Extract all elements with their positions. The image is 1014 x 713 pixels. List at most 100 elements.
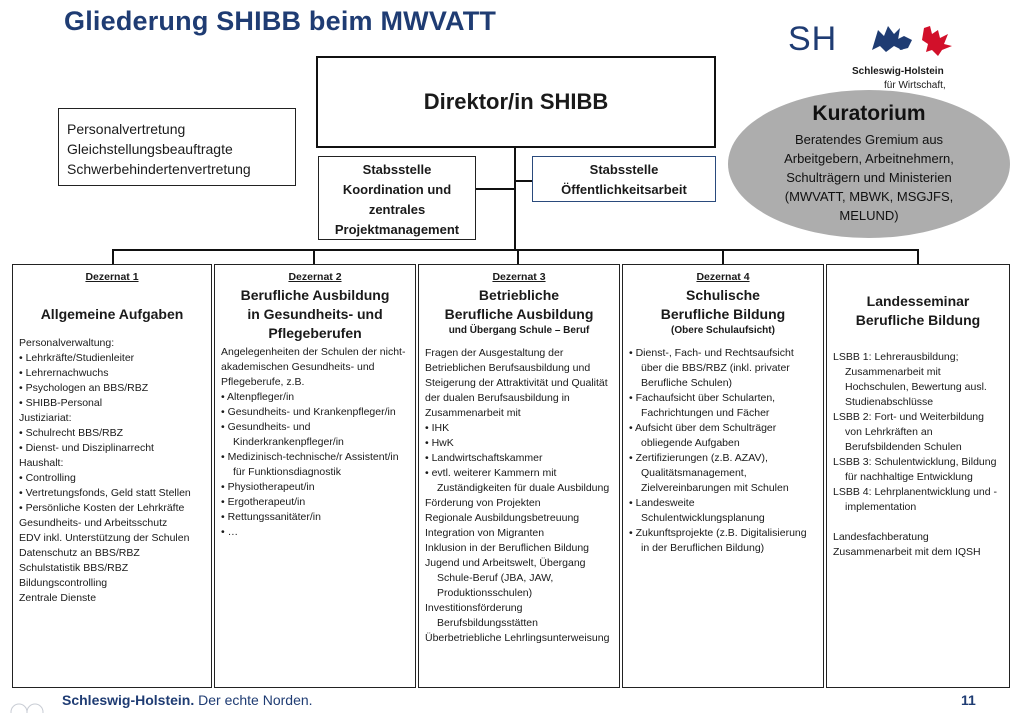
list-item: • Psychologen an BBS/RBZ [19,382,149,394]
dezernat-heading-line: Landesseminar [866,293,970,309]
dezernat-heading-line [19,286,205,305]
dezernat-heading-line: Berufliche Bildung [855,312,981,328]
list-item: Zentrale Dienste [19,592,97,604]
list-item: • Zukunftsprojekte (z.B. Digitalisierung… [629,527,807,554]
list-item: • SHIBB-Personal [19,397,103,409]
dezernat-task-list: Personalverwaltung: • Lehrkräfte/Studien… [19,336,205,606]
list-item: Angelegenheiten der Schulen der nicht-ak… [221,346,406,388]
list-item: Überbetriebliche Lehrlingsunterweisung [425,632,610,644]
list-item: LSBB 2: Fort- und Weiterbildung von Lehr… [833,411,984,453]
list-item: Jugend und Arbeitswelt, Übergang Schule-… [425,557,586,599]
list-item [833,515,1003,530]
decorative-rings-icon [10,703,44,713]
list-item: • evtl. weiterer Kammern mit Zuständigke… [425,467,610,494]
connector-director-vertical [514,148,516,250]
list-item: • … [221,526,239,538]
connector-dezernat2 [313,249,315,264]
dezernat-1-box: Dezernat 1 Allgemeine Aufgaben Personalv… [12,264,212,688]
coat-of-arms-icon [872,26,952,56]
dezernat-task-list: • Dienst-, Fach- und Rechtsaufsicht über… [629,346,817,556]
dezernat-number: Dezernat 4 [696,271,750,283]
director-box: Direktor/in SHIBB [316,56,716,148]
connector-dezernat1 [112,249,114,264]
list-item: • Landesweite Schulentwicklungsplanung [629,497,765,524]
dezernat-2-box: Dezernat 2 Berufliche Ausbildung in Gesu… [214,264,416,688]
list-item: • Altenpfleger/in [221,391,295,403]
connector-landesseminar [917,249,919,264]
kuratorium-description: Beratendes Gremium aus Arbeitgebern, Arb… [728,130,1010,225]
connector-dezernat4 [722,249,724,264]
list-item: • Fachaufsicht über Schularten, Fachrich… [629,392,776,419]
list-item: Fragen der Ausgestaltung der Betrieblich… [425,347,608,419]
list-item: • IHK [425,422,450,434]
dezernat-subheading: (Obere Schulaufsicht) [671,325,775,336]
dezernat-heading: Berufliche Ausbildung in Gesundheits- un… [221,286,409,343]
slide-title: Gliederung SHIBB beim MWVATT [64,6,497,36]
stabsstelle-projektmanagement-box: Stabsstelle Koordination und zentrales P… [318,156,476,240]
list-item: • HwK [425,437,454,449]
dezernat-number: Dezernat 1 [85,271,139,283]
dezernat-heading-line: Berufliche Ausbildung [444,306,594,322]
dezernat-heading-line: Allgemeine Aufgaben [40,306,184,322]
logo-letters: SH [788,20,838,58]
list-item: LSBB 4: Lehrplanentwicklung und -impleme… [833,486,998,513]
list-item: LSBB 1: Lehrerausbildung; Zusammenarbeit… [833,351,987,408]
list-item: • Schulrecht BBS/RBZ [19,427,124,439]
list-item: Landesfachberatung [833,531,929,543]
kuratorium-line: Beratendes Gremium aus [794,132,944,147]
list-item: • Dienst- und Disziplinarrecht [19,442,154,454]
stabsstelle1-line: zentrales [368,202,426,217]
list-item: • Gesundheits- und Krankenpfleger/in [221,406,396,418]
list-item: Haushalt: [19,457,64,469]
list-item: • Gesundheits- und Kinderkrankenpfleger/… [221,421,344,448]
vertretung-line: Personalvertretung [67,121,186,137]
stabsstelle2-line: Öffentlichkeitsarbeit [561,182,687,197]
vertretung-line: Gleichstellungsbeauftragte [67,141,233,157]
logo-ministry-line1: für Wirtschaft, [884,80,946,91]
kuratorium-title: Kuratorium [812,102,926,125]
logo-state-name: Schleswig-Holstein [852,66,944,77]
list-item: Integration von Migranten [425,527,545,539]
dezernat-heading-line: Pflegeberufen [268,325,362,341]
list-item: Personalverwaltung: [19,337,115,349]
landesseminar-box: Landesseminar Berufliche Bildung LSBB 1:… [826,264,1010,688]
dezernat-heading-line: Schulische [686,287,760,303]
list-item: Datenschutz an BBS/RBZ [19,547,140,559]
list-item: Förderung von Projekten [425,497,541,509]
list-item: Investitionsförderung Berufsbildungsstät… [425,602,538,629]
connector-dezernat3 [517,249,519,264]
dezernat-task-list: Fragen der Ausgestaltung der Betrieblich… [425,346,613,646]
list-item: • Controlling [19,472,76,484]
list-item: Regionale Ausbildungsbetreuung [425,512,580,524]
list-item: Bildungscontrolling [19,577,108,589]
dezernat-3-box: Dezernat 3 Betriebliche Berufliche Ausbi… [418,264,620,688]
dezernat-heading-line: Berufliche Bildung [660,306,786,322]
kuratorium-line: Schulträgern und Ministerien [786,170,952,185]
list-item: LSBB 3: Schulentwicklung, Bildung für na… [833,456,997,483]
list-item: Justiziariat: [19,412,72,424]
vertretung-box: Personalvertretung Gleichstellungsbeauft… [58,108,296,186]
footer-slogan: Schleswig-Holstein. Der echte Norden. [62,692,313,708]
list-item: Gesundheits- und Arbeitsschutz [19,517,168,529]
list-item: Inklusion in der Beruflichen Bildung [425,542,590,554]
kuratorium-ellipse: Kuratorium Beratendes Gremium aus Arbeit… [728,90,1010,238]
page-number: 11 [961,692,976,708]
dezernat-heading-line: in Gesundheits- und [247,306,383,322]
stabsstelle1-line: Projektmanagement [334,222,460,237]
connector-to-stabsstelle2 [516,180,532,182]
vertretung-line: Schwerbehindertenvertretung [67,161,251,177]
dezernat-heading: Schulische Berufliche Bildung [629,286,817,324]
list-item: • Dienst-, Fach- und Rechtsaufsicht über… [629,347,794,389]
dezernat-4-box: Dezernat 4 Schulische Berufliche Bildung… [622,264,824,688]
list-item: • Rettungssanitäter/in [221,511,321,523]
list-item: Zusammenarbeit mit dem IQSH [833,546,981,558]
list-item: • Lehrkräfte/Studienleiter [19,352,135,364]
stabsstelle1-line: Koordination und [342,182,452,197]
dezernat-heading-line: Betriebliche [478,287,560,303]
kuratorium-line: MELUND) [839,208,899,223]
list-item: • Lehrernachwuchs [19,367,109,379]
dezernat-task-list: LSBB 1: Lehrerausbildung; Zusammenarbeit… [833,350,1003,560]
dezernat-number: Dezernat 2 [288,271,342,283]
stabsstelle-oeffentlichkeitsarbeit-box: Stabsstelle Öffentlichkeitsarbeit [532,156,716,202]
list-item: • Aufsicht über dem Schulträger obliegen… [629,422,777,449]
